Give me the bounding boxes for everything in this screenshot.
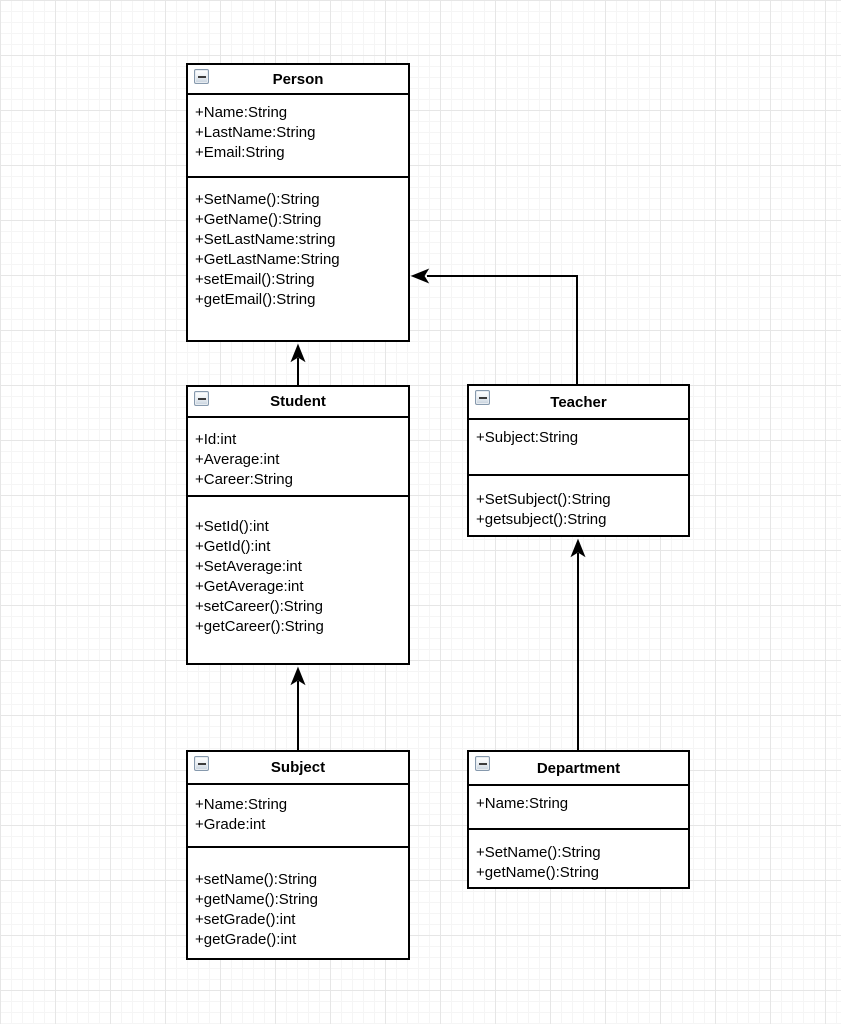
- methods-section: +SetSubject():String +getsubject():Strin…: [469, 476, 688, 535]
- minus-icon: [197, 75, 206, 78]
- collapse-icon[interactable]: [194, 69, 209, 84]
- attribute-item: +Career:String: [195, 471, 293, 488]
- attribute-item: +Grade:int: [195, 816, 266, 833]
- attributes-section: +Id:int +Average:int +Career:String: [188, 418, 408, 497]
- attribute-item: +Average:int: [195, 451, 280, 468]
- class-header-subject: Subject: [188, 752, 408, 785]
- methods-section: +setName():String +getName():String +set…: [188, 848, 408, 958]
- class-box-student[interactable]: Student +Id:int +Average:int +Career:Str…: [186, 385, 410, 665]
- class-header-teacher: Teacher: [469, 386, 688, 420]
- method-item: +GetName():String: [195, 211, 322, 228]
- class-header-student: Student: [188, 387, 408, 418]
- method-item: +SetAverage:int: [195, 558, 302, 575]
- minus-icon: [197, 762, 206, 765]
- method-item: +setCareer():String: [195, 598, 323, 615]
- method-item: +getName():String: [476, 864, 599, 881]
- class-box-person[interactable]: Person +Name:String +LastName:String +Em…: [186, 63, 410, 342]
- method-item: +SetSubject():String: [476, 491, 611, 508]
- arrow-department-to-teacher[interactable]: [570, 538, 586, 750]
- minus-icon: [478, 762, 487, 765]
- method-item: +getName():String: [195, 891, 318, 908]
- method-item: +SetName():String: [476, 844, 601, 861]
- class-box-department[interactable]: Department +Name:String +SetName():Strin…: [467, 750, 690, 889]
- method-item: +setEmail():String: [195, 271, 315, 288]
- methods-section: +SetName():String +getName():String: [469, 830, 688, 887]
- collapse-icon[interactable]: [194, 391, 209, 406]
- attributes-section: +Name:String: [469, 786, 688, 830]
- minus-icon: [197, 397, 206, 400]
- method-item: +getCareer():String: [195, 618, 324, 635]
- attribute-item: +Name:String: [195, 104, 288, 121]
- attribute-item: +Email:String: [195, 144, 285, 161]
- class-name: Student: [270, 393, 326, 410]
- class-name: Teacher: [550, 393, 607, 411]
- arrow-subject-to-student[interactable]: [290, 666, 306, 750]
- attribute-item: +Name:String: [195, 796, 288, 813]
- class-box-teacher[interactable]: Teacher +Subject:String +SetSubject():St…: [467, 384, 690, 537]
- class-name: Department: [536, 759, 621, 777]
- collapse-icon[interactable]: [475, 390, 490, 405]
- method-item: +GetAverage:int: [195, 578, 304, 595]
- attribute-item: +Subject:String: [476, 429, 579, 446]
- attribute-item: +Name:String: [476, 795, 569, 812]
- attribute-item: +LastName:String: [195, 124, 316, 141]
- attribute-item: +Id:int: [195, 431, 237, 448]
- method-item: +SetId():int: [195, 518, 269, 535]
- method-item: +SetLastName:string: [195, 231, 336, 248]
- method-item: +SetName():String: [195, 191, 320, 208]
- class-name: Subject: [270, 759, 326, 776]
- attributes-section: +Name:String +LastName:String +Email:Str…: [188, 95, 408, 178]
- class-header-person: Person: [188, 65, 408, 95]
- method-item: +GetId():int: [195, 538, 271, 555]
- arrow-teacher-to-person[interactable]: [410, 268, 578, 385]
- collapse-icon[interactable]: [475, 756, 490, 771]
- minus-icon: [478, 396, 487, 399]
- class-box-subject[interactable]: Subject +Name:String +Grade:int +setName…: [186, 750, 410, 960]
- attributes-section: +Subject:String: [469, 420, 688, 476]
- collapse-icon[interactable]: [194, 756, 209, 771]
- method-item: +getGrade():int: [195, 931, 297, 948]
- methods-section: +SetName():String +GetName():String +Set…: [188, 178, 408, 340]
- method-item: +setGrade():int: [195, 911, 296, 928]
- method-item: +setName():String: [195, 871, 318, 888]
- methods-section: +SetId():int +GetId():int +SetAverage:in…: [188, 497, 408, 663]
- arrow-student-to-person[interactable]: [290, 343, 306, 385]
- class-name: Person: [272, 70, 324, 88]
- class-header-department: Department: [469, 752, 688, 786]
- method-item: +getEmail():String: [195, 291, 316, 308]
- method-item: +getsubject():String: [476, 511, 607, 528]
- attributes-section: +Name:String +Grade:int: [188, 785, 408, 848]
- method-item: +GetLastName:String: [195, 251, 340, 268]
